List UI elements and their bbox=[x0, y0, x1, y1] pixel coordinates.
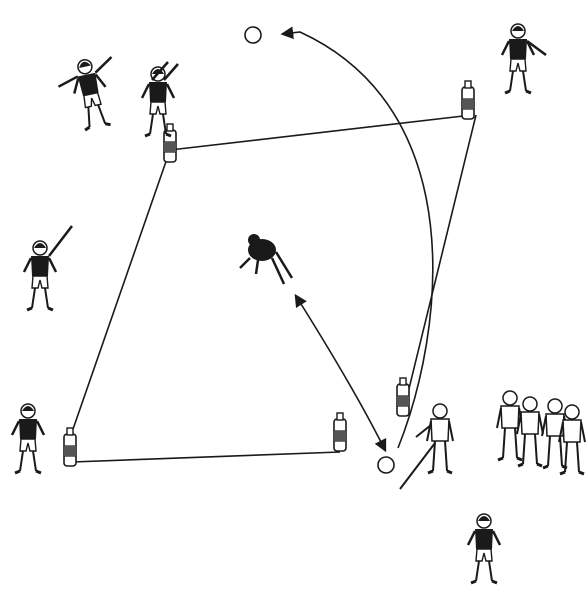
player-bottom-kicker bbox=[400, 404, 453, 489]
ball-top bbox=[245, 27, 261, 43]
field-line-bottom bbox=[72, 452, 340, 462]
player-center-kicker bbox=[240, 234, 292, 284]
field-line-left bbox=[72, 150, 170, 432]
bottle-top-right bbox=[462, 81, 474, 119]
bottle-bottom-middle bbox=[334, 413, 346, 451]
player-bottom-center bbox=[468, 514, 500, 583]
field-line-top bbox=[170, 115, 472, 150]
player-top-left-runner bbox=[54, 54, 125, 134]
ball-bottom bbox=[378, 457, 394, 473]
player-bottom-left bbox=[12, 404, 44, 473]
bottle-bottom-left bbox=[64, 428, 76, 466]
bottle-bottom-right bbox=[397, 378, 409, 416]
waiting-line bbox=[497, 391, 585, 474]
waiting-player-2 bbox=[517, 397, 543, 466]
field-lines bbox=[72, 115, 476, 462]
player-left-side bbox=[24, 226, 72, 310]
player-top-right bbox=[502, 24, 546, 93]
